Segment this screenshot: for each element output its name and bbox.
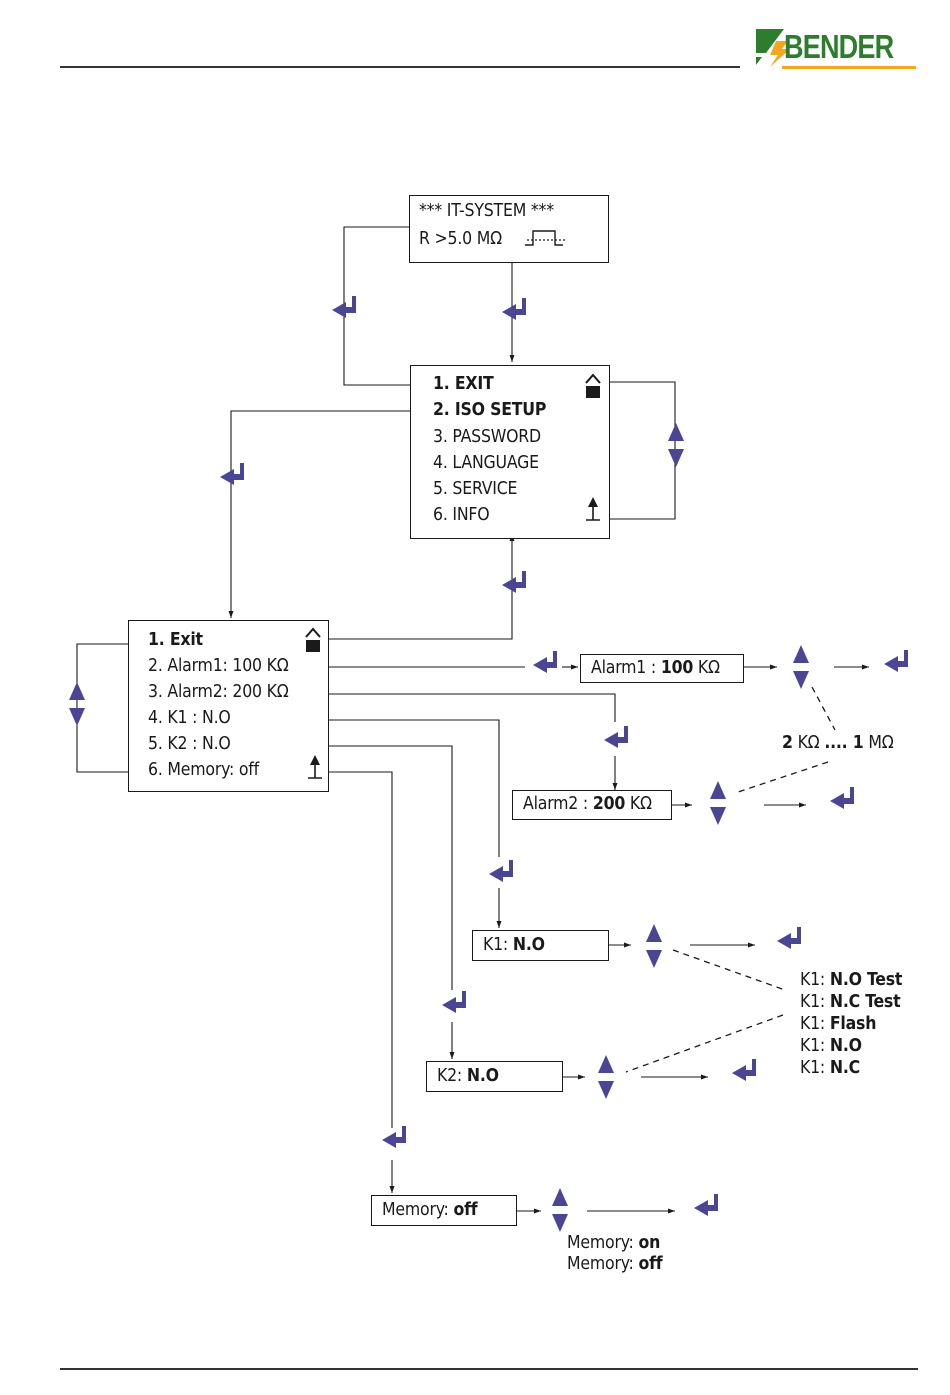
enter-icon[interactable] — [884, 650, 908, 672]
iso-setup-screen: 1. Exit 2. Alarm1: 100 KΩ 3. Alarm2: 200… — [128, 620, 329, 792]
submenu-item-exit[interactable]: 1. Exit — [148, 630, 203, 650]
header-rule — [60, 66, 740, 68]
connector-submenu-exit — [240, 534, 515, 640]
enter-icon[interactable] — [830, 787, 854, 809]
connector-memory — [280, 771, 393, 1128]
logo-text: BENDER — [784, 28, 894, 65]
up-down-arrows-icon[interactable] — [552, 1188, 568, 1232]
enter-icon[interactable] — [489, 860, 513, 882]
main-menu-screen: 1. EXIT 2. ISO SETUP 3. PASSWORD 4. LANG… — [410, 365, 610, 539]
menu-item-service[interactable]: 5. SERVICE — [433, 479, 518, 499]
dashed-k2-options — [625, 1014, 784, 1073]
connector-k1 — [258, 719, 500, 857]
memory-state: off — [453, 1200, 478, 1220]
scroll-top-icon — [586, 497, 600, 521]
memory-option: Memory: off — [567, 1254, 663, 1274]
memory-value: Memory: off — [382, 1200, 478, 1220]
up-down-arrows-icon[interactable] — [710, 781, 726, 825]
k1-value: K1: N.O — [483, 935, 545, 955]
k2-value: K2: N.O — [437, 1066, 499, 1086]
menu-item-iso-setup[interactable]: 2. ISO SETUP — [433, 400, 547, 420]
alarm1-edit-screen[interactable]: Alarm1 : 100 KΩ — [580, 654, 744, 683]
memory-options-list: Memory: on Memory: off — [567, 1233, 663, 1275]
k2-mode: N.O — [466, 1066, 499, 1086]
alarm2-label: Alarm2 : — [523, 794, 593, 814]
relay-options-list: K1: N.O Test K1: N.C Test K1: Flash K1: … — [800, 970, 902, 1080]
enter-icon[interactable] — [502, 298, 526, 320]
menu-item-info[interactable]: 6. INFO — [433, 505, 490, 525]
submenu-item-k1[interactable]: 4. K1 : N.O — [148, 708, 231, 728]
alarm2-unit: KΩ — [625, 794, 652, 814]
k2-edit-screen[interactable]: K2: N.O — [426, 1061, 563, 1092]
alarm1-number: 100 — [660, 658, 694, 678]
connector-menu-scroll-loop — [610, 381, 676, 520]
menu-item-exit[interactable]: 1. EXIT — [433, 374, 494, 394]
logo-underline — [782, 66, 916, 69]
up-down-arrows-icon[interactable] — [668, 423, 684, 467]
alarm2-value: Alarm2 : 200 KΩ — [523, 794, 652, 814]
dashed-alarm2-range — [734, 761, 829, 794]
enter-icon[interactable] — [220, 463, 244, 485]
status-line-2: R >5.0 MΩ — [419, 229, 502, 249]
range-max-unit: MΩ — [863, 733, 894, 753]
unlocked-padlock-icon — [305, 627, 321, 652]
alarm1-value: Alarm1 : 100 KΩ — [591, 658, 720, 678]
memory-edit-screen[interactable]: Memory: off — [371, 1195, 517, 1226]
alarm1-label: Alarm1 : — [591, 658, 661, 678]
connector-alarm2 — [306, 693, 616, 722]
scroll-top-icon — [308, 755, 322, 779]
up-down-arrows-icon[interactable] — [646, 924, 662, 968]
range-min-unit: KΩ — [792, 733, 825, 753]
menu-item-password[interactable]: 3. PASSWORD — [433, 427, 541, 447]
range-min: 2 — [782, 733, 793, 753]
enter-icon[interactable] — [382, 1126, 406, 1148]
k1-edit-screen[interactable]: K1: N.O — [472, 930, 609, 961]
alarm1-unit: KΩ — [693, 658, 720, 678]
submenu-item-k2[interactable]: 5. K2 : N.O — [148, 734, 231, 754]
insulation-waveform-icon — [525, 230, 565, 246]
alarm2-edit-screen[interactable]: Alarm2 : 200 KΩ — [512, 790, 672, 820]
enter-icon[interactable] — [502, 571, 526, 593]
enter-icon[interactable] — [604, 726, 628, 748]
alarm2-number: 200 — [592, 794, 626, 814]
k1-label: K1: — [483, 935, 513, 955]
dashed-k1-options — [672, 949, 786, 991]
submenu-item-alarm1[interactable]: 2. Alarm1: 100 KΩ — [148, 656, 289, 676]
k2-label: K2: — [437, 1066, 467, 1086]
memory-option: Memory: on — [567, 1233, 661, 1253]
memory-label: Memory: — [382, 1200, 454, 1220]
bender-logo: BENDER — [754, 27, 916, 69]
relay-option: K1: N.C — [800, 1058, 860, 1078]
footer-rule — [60, 1368, 918, 1370]
submenu-item-alarm2[interactable]: 3. Alarm2: 200 KΩ — [148, 682, 289, 702]
status-screen: *** IT-SYSTEM *** R >5.0 MΩ — [409, 195, 609, 263]
enter-icon[interactable] — [732, 1059, 756, 1081]
submenu-item-memory[interactable]: 6. Memory: off — [148, 760, 259, 780]
range-max: 1 — [847, 733, 864, 753]
enter-icon[interactable] — [694, 1194, 718, 1216]
enter-icon[interactable] — [533, 651, 557, 673]
menu-item-language[interactable]: 4. LANGUAGE — [433, 453, 539, 473]
logo-emblem-icon — [756, 29, 790, 67]
alarm-range-label: 2 KΩ .... 1 MΩ — [782, 733, 894, 753]
up-down-arrows-icon[interactable] — [793, 645, 809, 689]
relay-option: K1: Flash — [800, 1014, 877, 1034]
k1-mode: N.O — [512, 935, 545, 955]
relay-option: K1: N.C Test — [800, 992, 901, 1012]
up-down-arrows-icon[interactable] — [598, 1055, 614, 1099]
status-line-1: *** IT-SYSTEM *** — [419, 201, 554, 221]
unlocked-padlock-icon — [585, 373, 601, 398]
dashed-alarm1-range — [811, 686, 836, 731]
enter-icon[interactable] — [777, 927, 801, 949]
enter-icon[interactable] — [442, 991, 466, 1013]
relay-option: K1: N.O Test — [800, 970, 903, 990]
connector-iso-setup — [228, 410, 430, 618]
range-dots: .... — [824, 733, 848, 753]
relay-option: K1: N.O — [800, 1036, 862, 1056]
